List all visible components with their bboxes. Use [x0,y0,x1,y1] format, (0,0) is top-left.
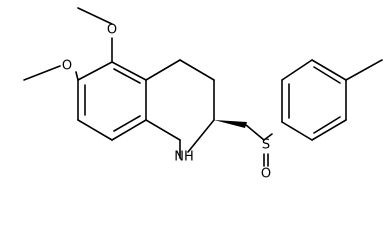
methoxy-group-top [77,7,113,63]
tetrahydropyridine-ring [145,59,215,159]
atom-o-sulfoxide: O [261,167,271,182]
structure-diagram: O O NH S O [23,7,383,182]
atom-o-methoxy-top: O [107,23,117,38]
stereo-wedge-bond [214,120,247,128]
atom-nh: NH [174,150,194,165]
benzene-ring-right [281,59,383,141]
atom-o-methoxy-left: O [62,59,72,74]
methoxy-group-left [23,65,79,81]
sulfinylmethyl-chain [214,120,273,167]
atom-labels: O O NH S O [62,23,271,182]
atom-s: S [262,138,270,153]
benzene-ring-left [77,61,147,141]
